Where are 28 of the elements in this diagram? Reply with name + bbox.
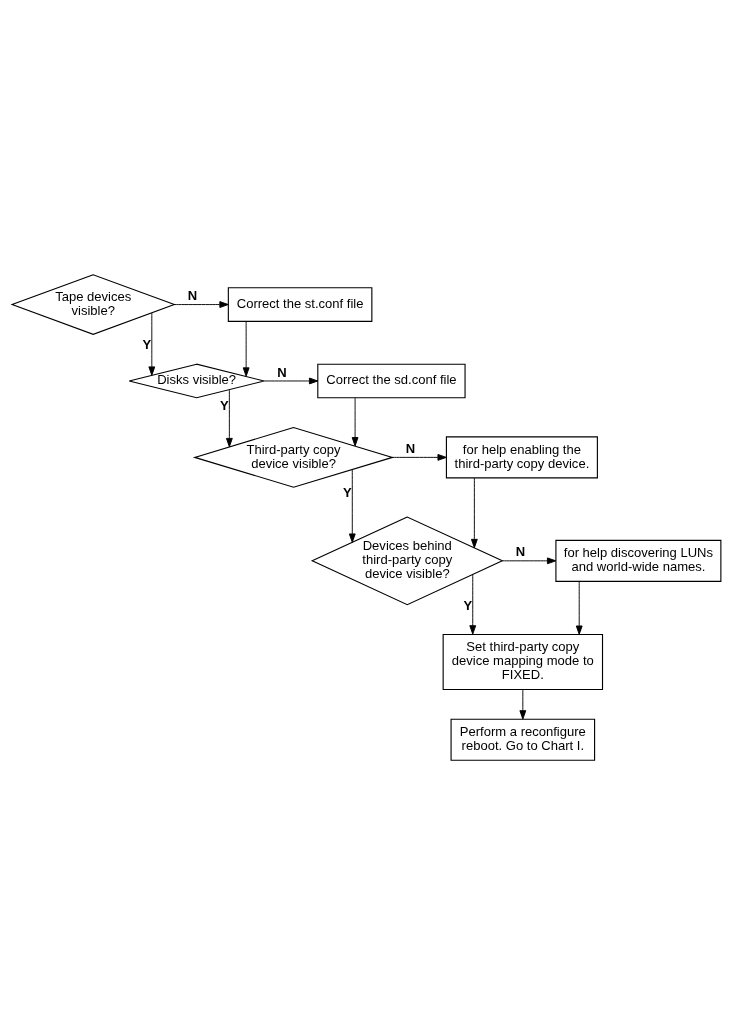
edge-label: N (187, 288, 198, 304)
node-box: Correct the sd.conf file (317, 363, 466, 399)
node-box: Correct the st.conf file (227, 287, 373, 322)
node-diamond: Tape devices visible? (10, 274, 176, 335)
arrow (242, 321, 250, 377)
arrow (173, 301, 229, 308)
node-box: Set third-party copy device mapping mode to FIXED. (442, 633, 604, 690)
edge-label: Y (220, 397, 229, 413)
node-diamond: Third-party copy device visible? (192, 427, 395, 488)
edge-label: Y (342, 485, 352, 501)
arrow (148, 312, 156, 376)
arrow (391, 454, 447, 461)
arrow (263, 377, 319, 385)
node-box: for help discovering LUNs and world-wide names. (555, 539, 722, 582)
node-box: Perform a reconfigure reboot. Go to Chart I. (450, 718, 596, 761)
arrow (348, 469, 356, 543)
arrow (225, 389, 233, 448)
edge-label: N (405, 440, 416, 456)
arrow (502, 557, 557, 565)
arrow (470, 477, 478, 549)
edge-label: Y (142, 337, 152, 353)
arrow (575, 581, 583, 635)
edge-label: N (515, 544, 526, 560)
arrow (469, 574, 477, 635)
arrow (351, 397, 359, 447)
node-box: for help enabling the third-party copy device. (445, 436, 598, 479)
edge-label: N (277, 364, 287, 380)
arrow (519, 689, 527, 720)
